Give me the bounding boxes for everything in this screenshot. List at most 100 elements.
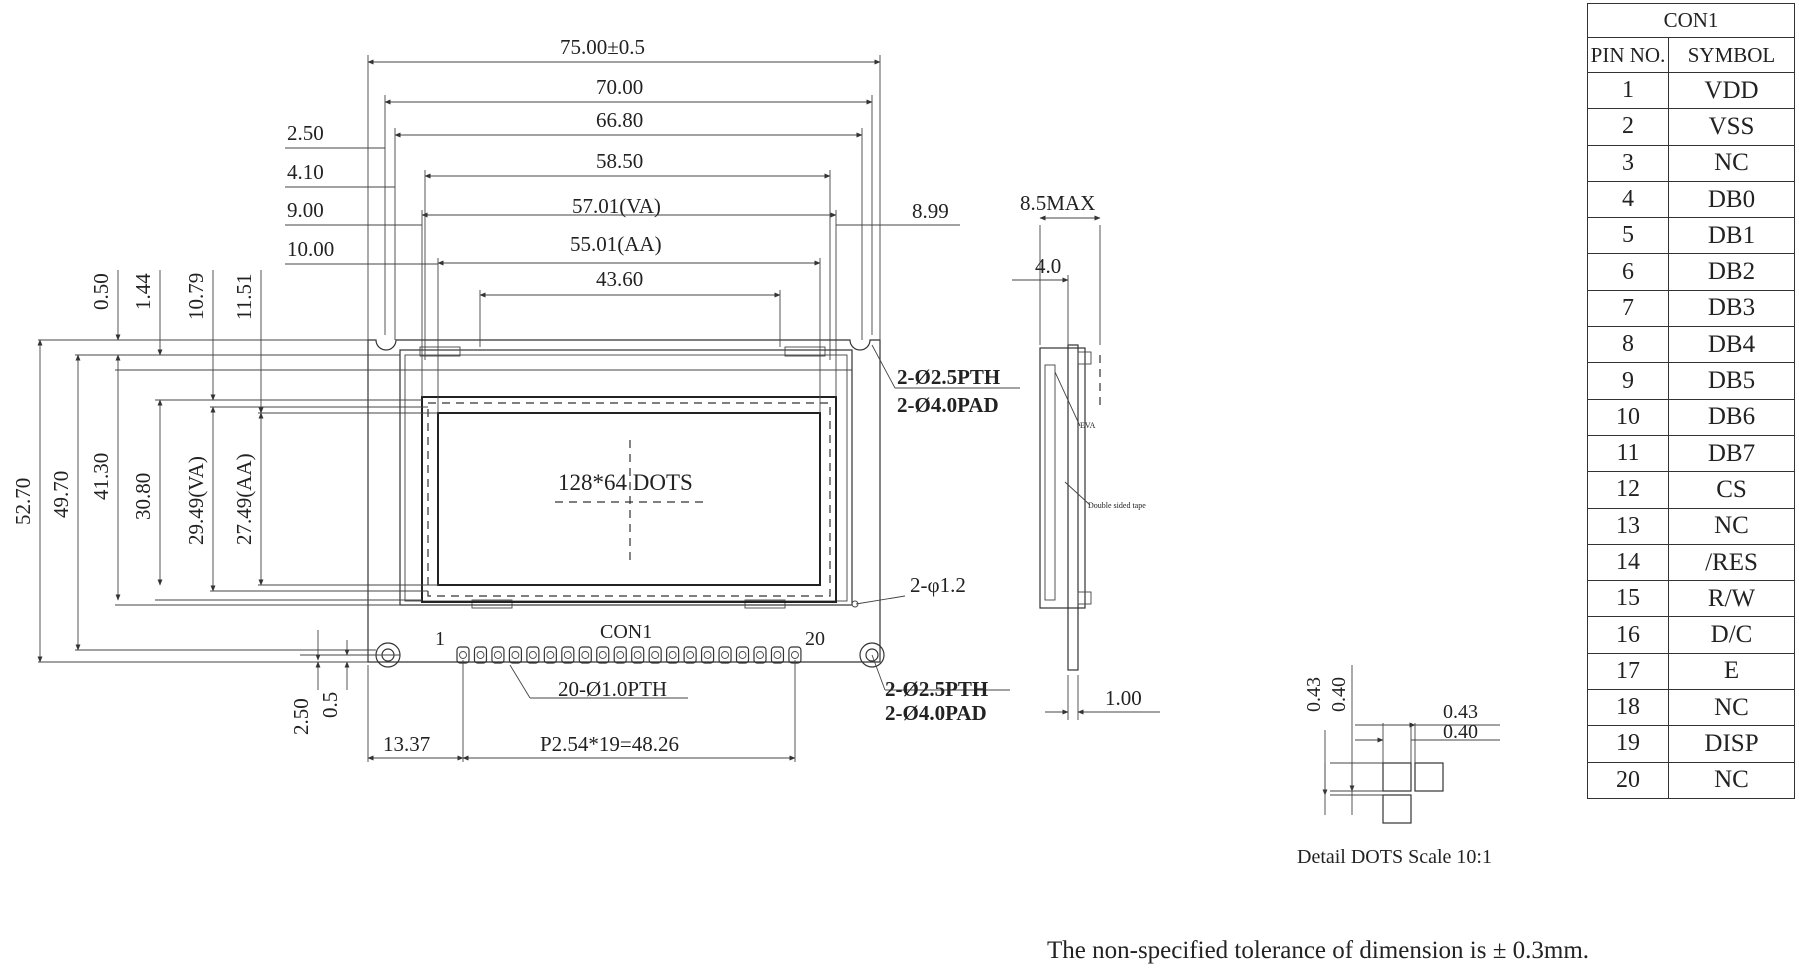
pin-symbol: DB3	[1668, 289, 1795, 328]
column-header-pin-no: PIN NO.	[1587, 37, 1669, 73]
svg-text:0.40: 0.40	[1328, 677, 1350, 712]
connector-label: CON1	[600, 621, 652, 643]
active-area	[437, 412, 821, 586]
pin-symbol: DB4	[1668, 326, 1795, 364]
pin-last-label: 20	[805, 628, 825, 650]
pin-symbol: R/W	[1668, 580, 1795, 618]
svg-text:0.5: 0.5	[318, 692, 342, 718]
svg-text:11.51: 11.51	[232, 274, 256, 320]
pin-symbol: D/C	[1668, 616, 1795, 654]
connector-pin	[683, 646, 697, 664]
pin-number: 12	[1587, 471, 1669, 509]
pin-number: 15	[1587, 580, 1669, 618]
pin-number: 19	[1587, 725, 1669, 763]
pin-symbol: DB7	[1668, 434, 1795, 473]
svg-text:9.00: 9.00	[287, 198, 324, 222]
connector-pin	[666, 646, 680, 664]
connector-pin	[770, 646, 785, 664]
connector-pin	[543, 646, 557, 664]
svg-text:43.60: 43.60	[596, 267, 643, 291]
svg-text:2-Ø2.5PTH: 2-Ø2.5PTH	[897, 365, 1000, 389]
connector-pins	[456, 646, 802, 664]
pin-number: 10	[1587, 398, 1669, 436]
mounting-hole-bottom-right	[859, 642, 885, 668]
svg-text:1.00: 1.00	[1105, 686, 1142, 710]
detail-caption: Detail DOTS Scale 10:1	[1297, 846, 1492, 868]
pin-symbol: VSS	[1668, 108, 1795, 146]
pin-number: 8	[1587, 326, 1669, 364]
svg-text:75.00±0.5: 75.00±0.5	[560, 35, 645, 59]
horizontal-dimensions: 75.00±0.5 70.00 66.80 58.50 57.01(VA) 55…	[285, 35, 960, 413]
connector-pin	[631, 646, 645, 664]
connector-pin	[700, 646, 715, 664]
svg-text:8.99: 8.99	[912, 199, 949, 223]
tolerance-note: The non-specified tolerance of dimension…	[1047, 937, 1589, 964]
svg-text:41.30: 41.30	[89, 453, 113, 500]
svg-text:0.50: 0.50	[89, 273, 113, 310]
svg-text:0.43: 0.43	[1443, 701, 1478, 723]
pin-symbol: NC	[1668, 144, 1795, 182]
table-row: 14/RES	[1587, 543, 1795, 582]
hole-callouts: 2-Ø2.5PTH 2-Ø4.0PAD 2-Ø2.5PTH 2-Ø4.0PAD …	[509, 344, 1020, 725]
pin-number: 16	[1587, 616, 1669, 654]
pin-number: 1	[1587, 71, 1669, 110]
pin-number: 5	[1587, 217, 1669, 255]
vertical-dimensions: 52.70 49.70 41.30 30.80 29.49(VA) 27.49(…	[11, 270, 438, 735]
dots-label: 128*64 DOTS	[558, 470, 693, 495]
svg-text:1.44: 1.44	[131, 273, 155, 310]
pin-number: 9	[1587, 362, 1669, 400]
svg-text:20-Ø1.0PTH: 20-Ø1.0PTH	[558, 677, 667, 701]
pin-symbol: DB6	[1668, 398, 1795, 436]
svg-text:13.37: 13.37	[383, 732, 430, 756]
connector-pin	[473, 646, 488, 664]
svg-text:2.50: 2.50	[289, 698, 313, 735]
viewing-area	[421, 396, 837, 603]
svg-text:49.70: 49.70	[49, 471, 73, 518]
connector-pin	[735, 646, 750, 664]
connector-pin	[596, 646, 610, 664]
pin-symbol: /RES	[1668, 543, 1795, 582]
connector-pin	[753, 646, 767, 664]
pin-number: 17	[1587, 652, 1669, 691]
svg-text:2-Ø4.0PAD: 2-Ø4.0PAD	[885, 701, 987, 725]
connector-pin	[561, 646, 575, 664]
connector-pin	[648, 646, 662, 664]
pin-symbol: DB2	[1668, 253, 1795, 291]
svg-text:27.49(AA): 27.49(AA)	[232, 453, 256, 545]
pin-symbol: DB0	[1668, 180, 1795, 219]
pin-symbol: NC	[1668, 689, 1795, 727]
pin-number: 2	[1587, 108, 1669, 146]
pin-number: 3	[1587, 144, 1669, 182]
svg-text:70.00: 70.00	[596, 75, 643, 99]
svg-text:4.0: 4.0	[1035, 254, 1061, 278]
svg-text:52.70: 52.70	[11, 478, 35, 525]
front-view: 128*64 DOTS CON1 1 20 75.00±0.5 70.00 66…	[11, 35, 1020, 762]
pin-symbol: DISP	[1668, 725, 1795, 763]
bezel-outline	[399, 349, 853, 606]
connector-pin	[578, 646, 592, 664]
pin-number: 7	[1587, 289, 1669, 328]
tape-label: Double sided tape	[1088, 501, 1146, 510]
svg-text:2-Ø4.0PAD: 2-Ø4.0PAD	[897, 393, 999, 417]
pin-symbol: NC	[1668, 761, 1795, 799]
column-header-symbol: SYMBOL	[1668, 37, 1795, 73]
pin-symbol: E	[1668, 652, 1795, 691]
svg-text:58.50: 58.50	[596, 149, 643, 173]
pin-number: 13	[1587, 507, 1669, 545]
pin-number: 4	[1587, 180, 1669, 219]
connector-pin	[613, 646, 627, 664]
